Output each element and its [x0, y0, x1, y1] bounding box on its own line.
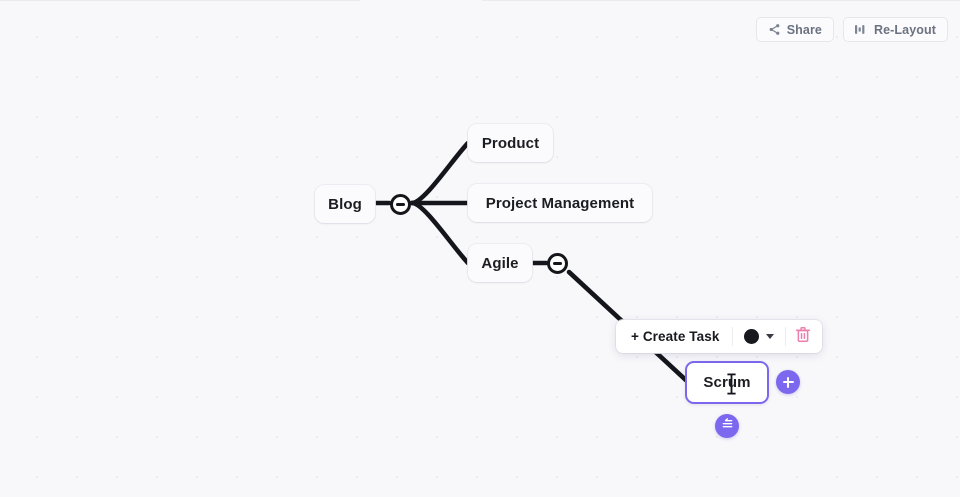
collapse-toggle-agile[interactable] — [547, 253, 568, 274]
re-layout-button[interactable]: Re-Layout — [842, 17, 948, 42]
create-task-label: + Create Task — [631, 329, 720, 344]
mindmap-node-label: Scrum — [703, 374, 751, 391]
mindmap-node-label: Project Management — [485, 194, 635, 212]
edge-hub-agile — [409, 200, 471, 266]
re-layout-button-label: Re-Layout — [873, 22, 936, 37]
header-actions: Share Re-Layout — [755, 17, 948, 42]
collapse-toggle-blog[interactable] — [390, 194, 411, 215]
share-button[interactable]: Share — [755, 17, 834, 42]
mindmap-node-blog[interactable]: Blog — [315, 185, 375, 223]
add-child-node-button[interactable] — [776, 370, 800, 394]
mindmap-node-label: Blog — [328, 195, 362, 213]
mindmap-node-project-management[interactable]: Project Management — [468, 184, 652, 222]
top-divider-gap — [360, 0, 482, 2]
share-icon — [768, 23, 781, 36]
convert-to-task-button[interactable] — [715, 414, 739, 438]
plus-icon-vertical — [786, 376, 790, 388]
toolbar-divider — [785, 327, 787, 346]
delete-button[interactable] — [788, 323, 818, 350]
edge-hub-product — [409, 140, 471, 206]
mindmap-node-scrum[interactable]: Scrum — [685, 361, 769, 404]
relayout-icon — [854, 23, 868, 36]
mindmap-node-label: Product — [481, 134, 540, 152]
create-task-button[interactable]: + Create Task — [620, 323, 730, 350]
toolbar-divider — [732, 327, 734, 346]
share-button-label: Share — [786, 22, 822, 37]
trash-icon — [795, 326, 811, 348]
mindmap-node-label: Agile — [481, 254, 519, 272]
mindmap-node-agile[interactable]: Agile — [468, 244, 532, 282]
convert-to-task-icon — [720, 416, 735, 436]
color-picker-dropdown[interactable] — [735, 323, 783, 350]
chevron-down-icon — [766, 334, 775, 339]
color-swatch — [744, 329, 760, 344]
node-context-toolbar: + Create Task — [616, 320, 823, 353]
mindmap-node-product[interactable]: Product — [468, 124, 553, 162]
